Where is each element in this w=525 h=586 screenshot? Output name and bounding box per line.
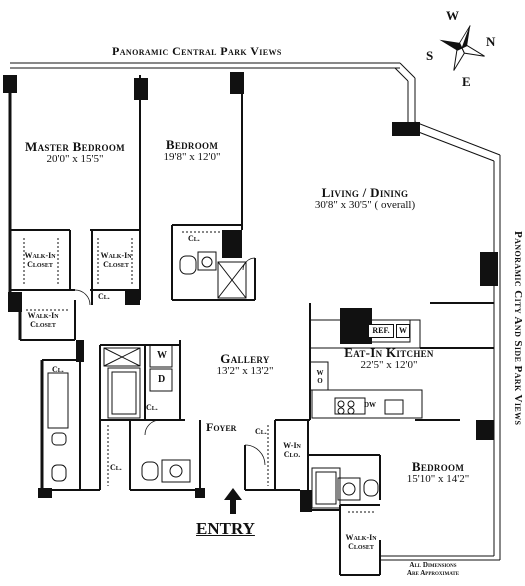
- dryer-label: D: [158, 374, 166, 385]
- label-walk-in: Walk-In: [345, 533, 377, 542]
- label-walk-in: Walk-In: [24, 251, 56, 260]
- compass-n: N: [486, 34, 496, 49]
- bath-fixtures: [47, 251, 379, 509]
- dishwasher-label: DW: [364, 401, 377, 409]
- closet-label-3: Cl.: [52, 365, 64, 374]
- room-bedroom-2: Bedroom 15'10" x 14'2": [388, 460, 488, 485]
- room-kitchen: Eat-In Kitchen 22'5" x 12'0": [318, 346, 460, 371]
- compass-s: S: [426, 48, 434, 63]
- walk-in-closet-label-4: Walk-In Closet: [340, 533, 382, 552]
- view-label-top: Panoramic Central Park Views: [112, 44, 282, 58]
- room-name: Living / Dining: [321, 185, 409, 200]
- closet-label-2: Cl.: [188, 234, 200, 243]
- walk-in-closet-label-3: Walk-In Closet: [20, 311, 66, 330]
- foyer-label: Foyer: [206, 420, 237, 434]
- label-closet: Closet: [27, 259, 53, 269]
- room-dims: 13'2" x 13'2": [216, 364, 274, 377]
- label-w-in: W-In: [283, 441, 301, 450]
- window-wall-right: [380, 121, 501, 561]
- wall-oven-label: WO: [316, 369, 324, 385]
- dimensions-note: All Dimensions Are Approximate: [398, 561, 468, 577]
- walk-in-closet-label-1: Walk-In Closet: [14, 251, 66, 270]
- room-name: Master Bedroom: [25, 139, 125, 154]
- room-name: Eat-In Kitchen: [344, 345, 434, 360]
- label-closet: Closet: [30, 319, 56, 329]
- room-gallery: Gallery 13'2" x 13'2": [190, 352, 300, 377]
- room-dims: 19'8" x 12'0": [163, 150, 221, 163]
- room-dims: 30'8" x 30'5" ( overall): [314, 198, 416, 211]
- w-in-closet-label: W-In Clo.: [278, 441, 306, 460]
- room-dims: 15'10" x 14'2": [406, 472, 470, 485]
- entry-arrow: [224, 488, 242, 514]
- compass-e: E: [462, 74, 471, 89]
- entry-label: ENTRY: [196, 519, 255, 538]
- room-dims: 20'0" x 15'5": [46, 152, 104, 165]
- label-closet: Closet: [103, 259, 129, 269]
- wall-left: [8, 75, 44, 490]
- room-master-bedroom: Master Bedroom 20'0" x 15'5": [16, 140, 134, 165]
- kitchen-counters: [309, 319, 423, 419]
- compass-icon: [439, 25, 485, 71]
- closet-label-1: Cl.: [98, 292, 110, 301]
- laundry: [149, 344, 173, 392]
- room-name: Gallery: [220, 351, 270, 366]
- refrigerator-label: REF.: [368, 324, 394, 338]
- room-dims: 22'5" x 12'0": [360, 358, 418, 371]
- label-closet: Closet: [348, 541, 374, 551]
- label-walk-in: Walk-In: [100, 251, 132, 260]
- note-line-1: All Dimensions: [409, 561, 457, 569]
- room-name: Bedroom: [165, 137, 219, 152]
- interior-walls: [10, 75, 494, 576]
- note-line-2: Are Approximate: [406, 568, 460, 577]
- closet-label-4: Cl.: [146, 403, 158, 412]
- compass-w: W: [446, 8, 459, 23]
- label-walk-in: Walk-In: [27, 311, 59, 320]
- room-living-dining: Living / Dining 30'8" x 30'5" ( overall): [290, 186, 440, 211]
- label-clo: Clo.: [283, 449, 301, 459]
- room-bedroom-1: Bedroom 19'8" x 12'0": [144, 138, 240, 163]
- columns: [3, 72, 498, 512]
- washer-kitchen-label: W: [396, 324, 410, 338]
- walk-in-closet-label-2: Walk-In Closet: [94, 251, 138, 270]
- washer-label: W: [157, 350, 167, 361]
- door-swings: [74, 257, 266, 466]
- view-label-right: Panoramic City And Side Park Views: [512, 231, 524, 426]
- window-wall-top: [10, 62, 416, 122]
- closet-rods: [23, 231, 376, 513]
- room-name: Bedroom: [411, 459, 465, 474]
- closet-label-6: Cl.: [255, 427, 267, 436]
- closet-label-5: Cl.: [110, 463, 122, 472]
